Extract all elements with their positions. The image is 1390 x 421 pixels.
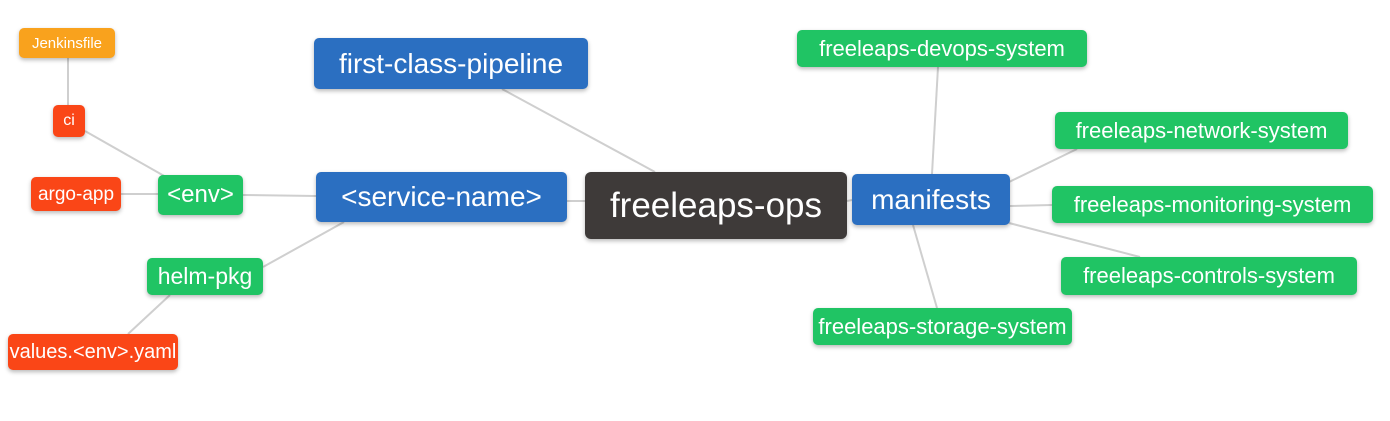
edge-manifests-monitoring xyxy=(1009,204,1053,207)
node-ci[interactable]: ci xyxy=(53,105,85,137)
node-freeleaps-storage-system[interactable]: freeleaps-storage-system xyxy=(813,308,1072,345)
node-freeleaps-monitoring-system[interactable]: freeleaps-monitoring-system xyxy=(1052,186,1373,223)
node-freeleaps-network-system[interactable]: freeleaps-network-system xyxy=(1055,112,1348,149)
node-values-env-yaml-label: values.<env>.yaml xyxy=(9,341,177,363)
node-helm-pkg[interactable]: helm-pkg xyxy=(147,258,263,295)
node-argo-app-label: argo-app xyxy=(37,183,115,205)
node-manifests[interactable]: manifests xyxy=(852,174,1010,225)
node-ci-label: ci xyxy=(63,112,75,129)
edge-helm-pkg-values xyxy=(127,294,171,335)
node-first-class-pipeline[interactable]: first-class-pipeline xyxy=(314,38,588,89)
edge-manifests-devops xyxy=(931,66,939,175)
edge-env-service-name xyxy=(242,194,317,197)
node-freeleaps-network-system-label: freeleaps-network-system xyxy=(1075,117,1328,143)
node-freeleaps-devops-system-label: freeleaps-devops-system xyxy=(819,35,1065,61)
edge-pipeline-freeleaps-ops xyxy=(501,88,656,173)
edge-service-name-helm-pkg xyxy=(262,221,345,268)
node-values-env-yaml[interactable]: values.<env>.yaml xyxy=(8,334,178,370)
edge-manifests-controls xyxy=(1008,222,1141,258)
node-manifests-label: manifests xyxy=(871,183,991,215)
edge-manifests-storage xyxy=(912,224,938,309)
edge-manifests-network xyxy=(1008,148,1078,183)
node-freeleaps-controls-system[interactable]: freeleaps-controls-system xyxy=(1061,257,1357,295)
node-service-name-label: <service-name> xyxy=(341,181,542,212)
node-helm-pkg-label: helm-pkg xyxy=(157,263,253,289)
edge-ci-env xyxy=(84,130,167,178)
node-freeleaps-controls-system-label: freeleaps-controls-system xyxy=(1083,263,1335,288)
node-freeleaps-devops-system[interactable]: freeleaps-devops-system xyxy=(797,30,1087,67)
node-service-name[interactable]: <service-name> xyxy=(316,172,567,222)
node-freeleaps-ops-root[interactable]: freeleaps-ops xyxy=(585,172,847,239)
node-freeleaps-storage-system-label: freeleaps-storage-system xyxy=(818,313,1067,339)
node-freeleaps-monitoring-system-label: freeleaps-monitoring-system xyxy=(1073,191,1352,217)
node-first-class-pipeline-label: first-class-pipeline xyxy=(338,47,564,79)
node-freeleaps-ops-label: freeleaps-ops xyxy=(609,186,823,225)
node-argo-app[interactable]: argo-app xyxy=(31,177,121,211)
node-env[interactable]: <env> xyxy=(158,175,243,215)
node-jenkinsfile-label: Jenkinsfile xyxy=(31,34,103,52)
node-env-label: <env> xyxy=(167,181,234,208)
node-jenkinsfile[interactable]: Jenkinsfile xyxy=(19,28,115,58)
